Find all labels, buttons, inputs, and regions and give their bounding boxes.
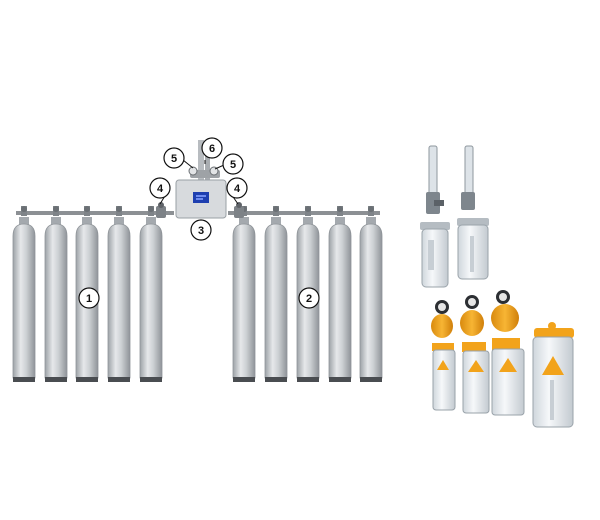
callout-4-left-label: 4 <box>157 183 164 195</box>
suction-jar-4 <box>532 322 574 428</box>
right-cylinder <box>359 206 383 382</box>
callout-5-right: 5 <box>222 153 244 175</box>
valve-left <box>156 202 166 218</box>
right-cylinder <box>328 206 352 382</box>
right-cylinder <box>232 206 256 382</box>
suction-jar-1 <box>431 300 456 411</box>
left-cylinder <box>44 206 68 382</box>
left-cylinder <box>139 206 163 382</box>
callout-2: 2 <box>298 287 320 309</box>
callout-3: 3 <box>190 219 212 241</box>
gauge-left <box>188 166 198 176</box>
left-cylinder <box>12 206 36 382</box>
callout-5-left: 5 <box>163 147 185 169</box>
callout-5-right-label: 5 <box>230 159 236 171</box>
control-unit <box>175 140 227 219</box>
flowmeter-humidifier-1 <box>420 145 450 288</box>
callout-4-left: 4 <box>149 177 171 199</box>
manifold-pipe-left <box>16 211 174 215</box>
callout-6-label: 6 <box>209 143 215 155</box>
callout-4-right-label: 4 <box>234 183 241 195</box>
callout-3-label: 3 <box>198 225 204 237</box>
cylinder-bank-right <box>232 206 383 382</box>
suction-jar-3 <box>491 290 525 416</box>
callout-6: 6 <box>201 137 223 159</box>
callout-2-label: 2 <box>306 293 312 305</box>
valve-right <box>234 202 244 218</box>
callout-1: 1 <box>78 287 100 309</box>
left-cylinder <box>107 206 131 382</box>
control-unit-screen <box>193 192 209 203</box>
right-cylinder <box>264 206 288 382</box>
callout-1-label: 1 <box>86 293 92 305</box>
suction-jar-2 <box>460 295 490 414</box>
callout-4-right: 4 <box>226 177 248 199</box>
callout-5-left-label: 5 <box>171 153 177 165</box>
flowmeter-humidifier-2 <box>457 145 489 280</box>
manifold-pipe-right <box>228 211 380 215</box>
